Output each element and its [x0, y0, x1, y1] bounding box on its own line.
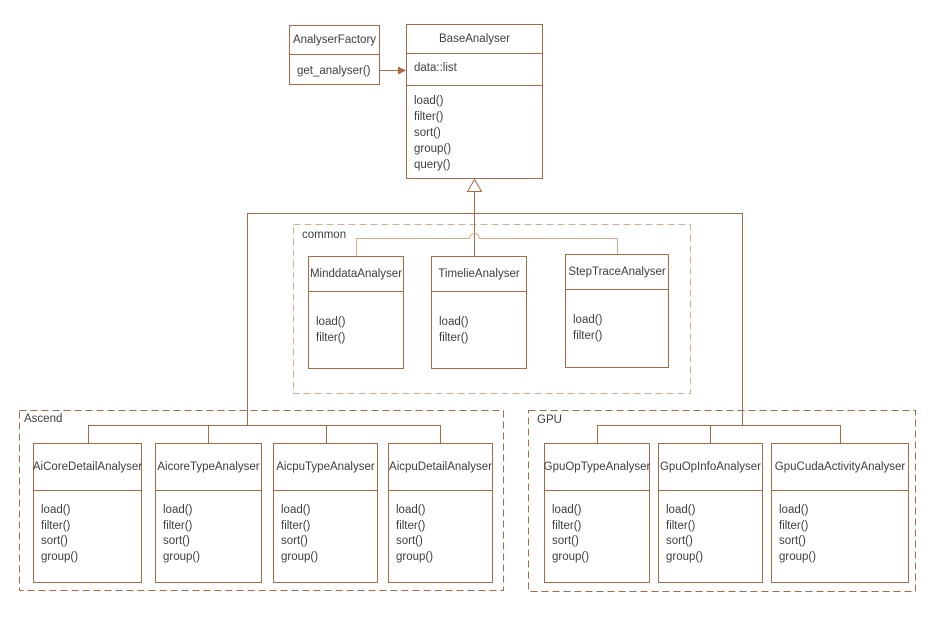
class-method: load(): [396, 504, 426, 516]
class-method: group(): [414, 143, 452, 155]
class-method: group(): [163, 550, 201, 563]
class-method: filter(): [573, 330, 603, 342]
class-analyser-factory: AnalyserFactory get_analyser(): [289, 25, 380, 85]
class-attribute: data::list: [414, 62, 457, 74]
class-aicoretype-analyser: AicoreTypeAnalyser load() filter() sort(…: [155, 443, 262, 583]
gpu-tree-connector: [597, 425, 841, 446]
class-method: filter(): [439, 332, 469, 344]
class-method: filter(): [316, 332, 346, 344]
class-title: GpuOpTypeAnalyser: [544, 444, 650, 491]
class-method: filter(): [396, 519, 426, 532]
class-gpuopinfo-analyser: GpuOpInfoAnalyser load() filter() sort()…: [658, 443, 763, 583]
class-method: load(): [414, 95, 444, 107]
class-gpucudaactivity-analyser: GpuCudaActivityAnalyser load() filter() …: [771, 443, 909, 583]
class-method: load(): [552, 504, 582, 516]
class-method: get_analyser(): [297, 65, 371, 77]
class-method: load(): [316, 316, 346, 328]
class-method: filter(): [41, 519, 71, 532]
common-tree-connector: [356, 233, 618, 259]
class-method: filter(): [779, 519, 809, 532]
class-method: sort(): [163, 535, 190, 547]
group-label-ascend: Ascend: [24, 413, 63, 425]
class-title: MinddataAnalyser: [309, 257, 403, 292]
class-method: sort(): [666, 535, 693, 547]
class-method: group(): [666, 550, 704, 563]
class-title: AicpuTypeAnalyser: [274, 444, 377, 491]
class-method: load(): [573, 314, 603, 326]
class-method: sort(): [552, 535, 579, 547]
group-box-gpu: [528, 410, 916, 592]
class-title: GpuCudaActivityAnalyser: [772, 444, 908, 491]
association-arrowhead-icon: [398, 66, 406, 75]
class-method: filter(): [552, 519, 582, 532]
class-title: GpuOpInfoAnalyser: [659, 444, 762, 491]
group-box-common: [293, 224, 691, 394]
class-minddata-analyser: MinddataAnalyser load() filter(): [308, 256, 404, 369]
group-box-ascend: [19, 410, 504, 591]
class-method: load(): [163, 504, 193, 516]
outer-connector: [247, 213, 743, 426]
class-method: filter(): [163, 519, 193, 532]
class-title: TimelieAnalyser: [432, 257, 526, 292]
class-base-analyser: BaseAnalyser data::list load() filter() …: [406, 24, 543, 179]
class-title: BaseAnalyser: [407, 25, 542, 54]
class-method: group(): [552, 550, 590, 563]
class-method: load(): [439, 316, 469, 328]
class-method: group(): [281, 550, 319, 563]
class-method: load(): [281, 504, 311, 516]
class-method: filter(): [666, 519, 696, 532]
group-label-common: common: [302, 229, 347, 241]
class-aicputype-analyser: AicpuTypeAnalyser load() filter() sort()…: [273, 443, 378, 583]
class-method: filter(): [281, 519, 311, 532]
generalization-triangle-icon: [466, 178, 483, 192]
class-title: AicpuDetailAnalyser: [389, 444, 492, 491]
class-method: load(): [41, 504, 71, 516]
class-aicpudetail-analyser: AicpuDetailAnalyser load() filter() sort…: [388, 443, 493, 583]
class-method: group(): [396, 550, 434, 563]
class-aicoredetail-analyser: AiCoreDetailAnalyser load() filter() sor…: [33, 443, 142, 583]
class-title: AiCoreDetailAnalyser: [33, 444, 142, 491]
class-timelie-analyser: TimelieAnalyser load() filter(): [431, 256, 527, 369]
class-method: filter(): [414, 111, 444, 123]
class-method: query(): [414, 159, 451, 171]
class-method: sort(): [414, 127, 441, 139]
class-method: sort(): [281, 535, 308, 547]
class-title: AnalyserFactory: [290, 26, 379, 55]
class-method: group(): [779, 550, 817, 563]
class-title: StepTraceAnalyser: [566, 255, 668, 290]
group-label-gpu: GPU: [537, 414, 562, 426]
class-title: AicoreTypeAnalyser: [156, 444, 261, 491]
class-method: sort(): [41, 535, 68, 547]
ascend-tree-connector: [88, 425, 441, 446]
class-gpuoptype-analyser: GpuOpTypeAnalyser load() filter() sort()…: [544, 443, 650, 583]
class-method: sort(): [779, 535, 806, 547]
class-method: load(): [779, 504, 809, 516]
class-method: group(): [41, 550, 79, 563]
class-method: sort(): [396, 535, 423, 547]
class-steptrace-analyser: StepTraceAnalyser load() filter(): [565, 254, 669, 368]
class-method: load(): [666, 504, 696, 516]
